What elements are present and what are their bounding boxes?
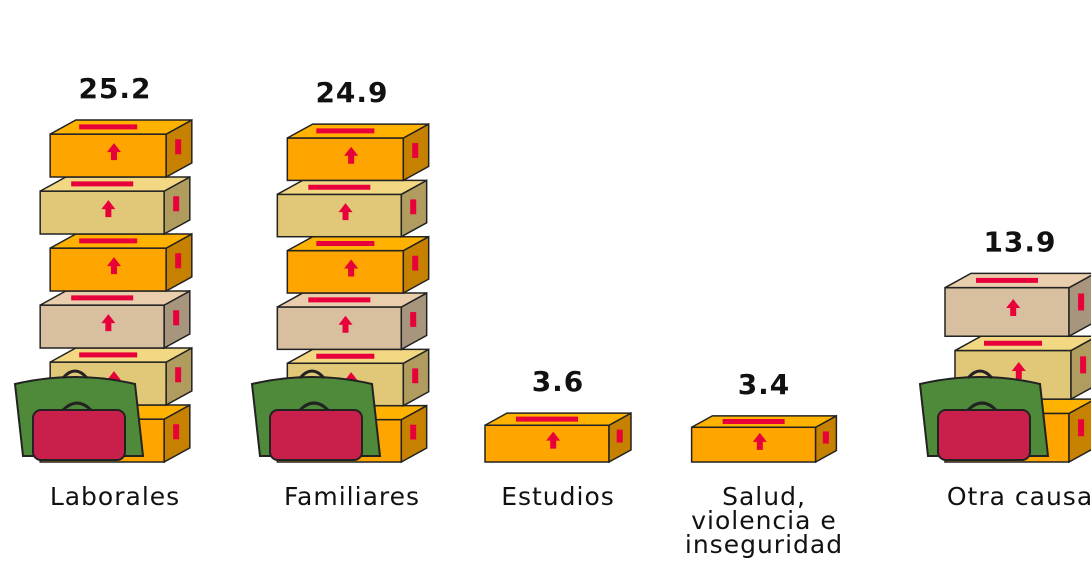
category-label: Laborales xyxy=(50,482,180,511)
box-icon xyxy=(944,272,1091,338)
box-icon xyxy=(286,122,430,182)
bar xyxy=(484,411,632,464)
box-icon xyxy=(484,411,632,464)
category-label: violencia e xyxy=(691,506,837,535)
box-icon xyxy=(49,232,193,293)
box-icon xyxy=(39,175,191,236)
category-label: inseguridad xyxy=(685,530,843,559)
box-icon xyxy=(286,235,430,295)
bar xyxy=(250,122,430,464)
suitcase-icon xyxy=(250,369,382,461)
data-label: 3.4 xyxy=(738,368,791,401)
box-icon xyxy=(49,118,193,179)
category-label: Estudios xyxy=(501,482,615,511)
box-icon xyxy=(276,291,428,351)
bar xyxy=(918,272,1091,464)
suitcase-icon xyxy=(13,369,145,461)
data-label: 25.2 xyxy=(78,72,151,105)
suitcase-icon xyxy=(918,369,1050,461)
category-label: Salud, xyxy=(722,482,806,511)
data-label: 13.9 xyxy=(983,225,1056,258)
box-icon xyxy=(276,179,428,238)
category-label: Otra causa xyxy=(947,482,1091,511)
data-label: 3.6 xyxy=(532,365,585,398)
data-label: 24.9 xyxy=(315,76,388,109)
box-icon xyxy=(39,289,191,350)
bar xyxy=(13,118,193,464)
box-icon xyxy=(690,414,838,464)
bar xyxy=(690,414,838,464)
category-label: Familiares xyxy=(284,482,420,511)
